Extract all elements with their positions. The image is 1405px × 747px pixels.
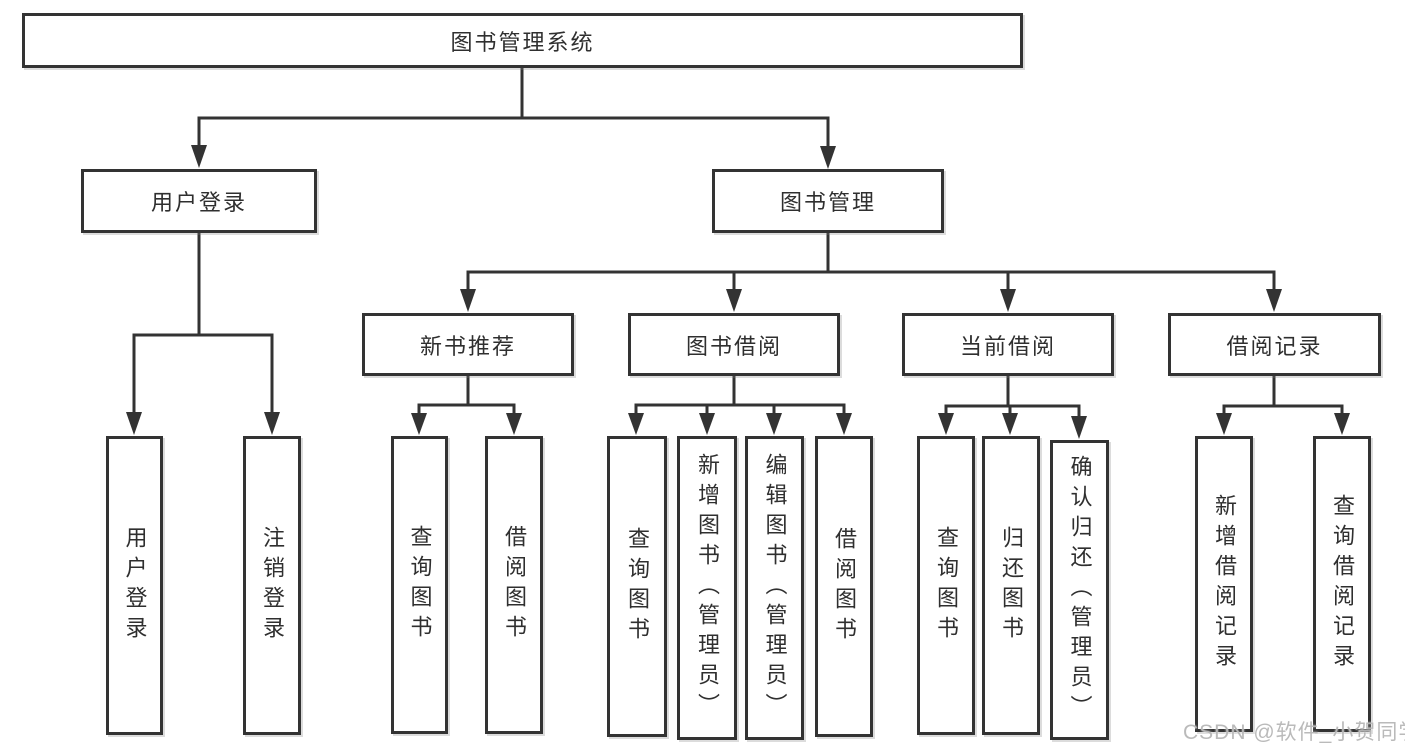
node-user-login: 用户登录 xyxy=(81,169,317,233)
node-query-books-current: 查询图书 xyxy=(917,436,975,735)
node-current-borrowing: 当前借阅 xyxy=(902,313,1114,376)
node-new-book-recommendation: 新书推荐 xyxy=(362,313,574,376)
node-edit-book-admin: 编辑图书（管理员） xyxy=(745,436,804,740)
node-query-borrow-record: 查询借阅记录 xyxy=(1313,436,1371,732)
node-library-management-system: 图书管理系统 xyxy=(22,13,1023,68)
node-borrowing-records: 借阅记录 xyxy=(1168,313,1381,376)
node-logout-leaf: 注销登录 xyxy=(243,436,301,735)
csdn-watermark: CSDN @软件_小贺同学 xyxy=(1183,721,1405,744)
node-query-books-recommend: 查询图书 xyxy=(391,436,448,734)
node-query-books-borrow: 查询图书 xyxy=(607,436,667,737)
node-add-borrow-record: 新增借阅记录 xyxy=(1195,436,1253,732)
node-borrow-books-leaf: 借阅图书 xyxy=(815,436,873,737)
node-return-books: 归还图书 xyxy=(982,436,1040,735)
node-user-login-leaf: 用户登录 xyxy=(106,436,163,735)
node-add-book-admin: 新增图书（管理员） xyxy=(677,436,737,740)
node-confirm-return-admin: 确认归还（管理员） xyxy=(1050,440,1109,740)
node-borrow-books-recommend: 借阅图书 xyxy=(485,436,543,734)
node-book-borrowing: 图书借阅 xyxy=(628,313,840,376)
node-book-management: 图书管理 xyxy=(712,169,944,233)
